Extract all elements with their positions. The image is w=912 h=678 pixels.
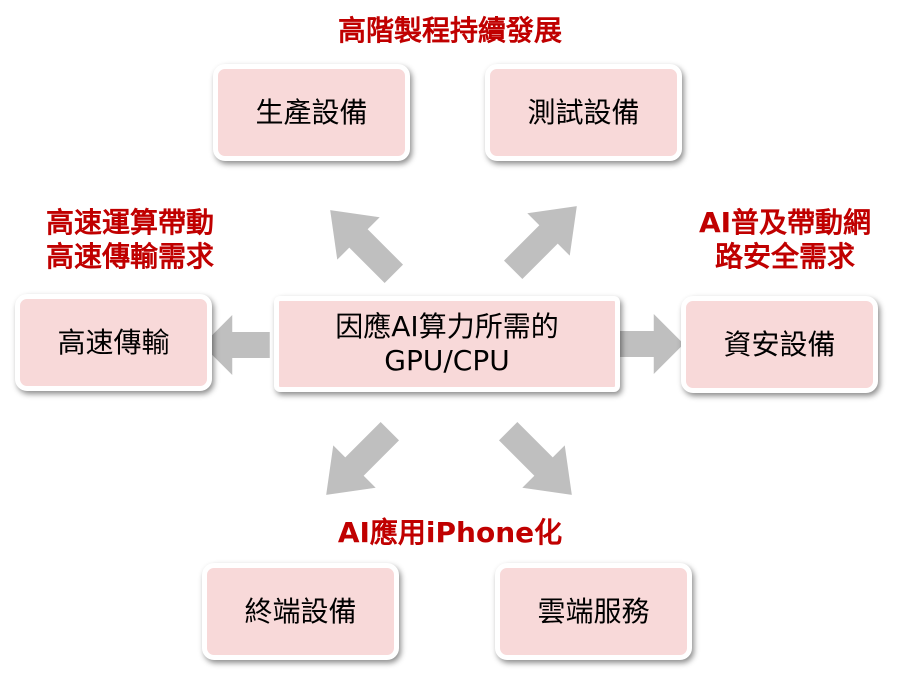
box-center-line1: 因應AI算力所需的: [335, 310, 559, 344]
arrow-to-terminal: [304, 409, 412, 517]
arrow-to-security: [616, 314, 684, 374]
box-production: 生產設備: [213, 64, 410, 161]
label-left-line1: 高速運算帶動: [45, 206, 214, 239]
box-center-line2: GPU/CPU: [384, 344, 510, 377]
box-testing-label: 測試設備: [527, 95, 640, 129]
label-right-line1: AI普及帶動網: [698, 206, 872, 239]
box-production-label: 生產設備: [255, 95, 368, 129]
arrow-to-highspeed: [202, 315, 270, 375]
label-right-line2: 路安全需求: [714, 240, 855, 273]
box-cloud-label: 雲端服務: [537, 594, 650, 628]
label-left: 高速運算帶動 高速傳輸需求: [10, 206, 250, 274]
box-highspeed-label: 高速傳輸: [57, 325, 170, 359]
box-security: 資安設備: [681, 296, 878, 393]
box-cloud: 雲端服務: [495, 563, 692, 660]
box-testing: 測試設備: [485, 64, 682, 161]
box-terminal: 終端設備: [202, 563, 399, 660]
label-bottom: AI應用iPhone化: [337, 516, 563, 549]
arrow-to-production: [308, 188, 416, 296]
label-left-line2: 高速傳輸需求: [45, 240, 214, 273]
box-security-label: 資安設備: [723, 327, 836, 361]
arrow-to-cloud: [486, 409, 594, 517]
box-center: 因應AI算力所需的 GPU/CPU: [274, 296, 620, 392]
box-highspeed: 高速傳輸: [15, 294, 212, 391]
label-top: 高階製程持續發展: [337, 14, 562, 47]
arrow-to-testing: [491, 184, 599, 292]
box-terminal-label: 終端設備: [244, 594, 357, 628]
label-right: AI普及帶動網 路安全需求: [665, 206, 905, 274]
